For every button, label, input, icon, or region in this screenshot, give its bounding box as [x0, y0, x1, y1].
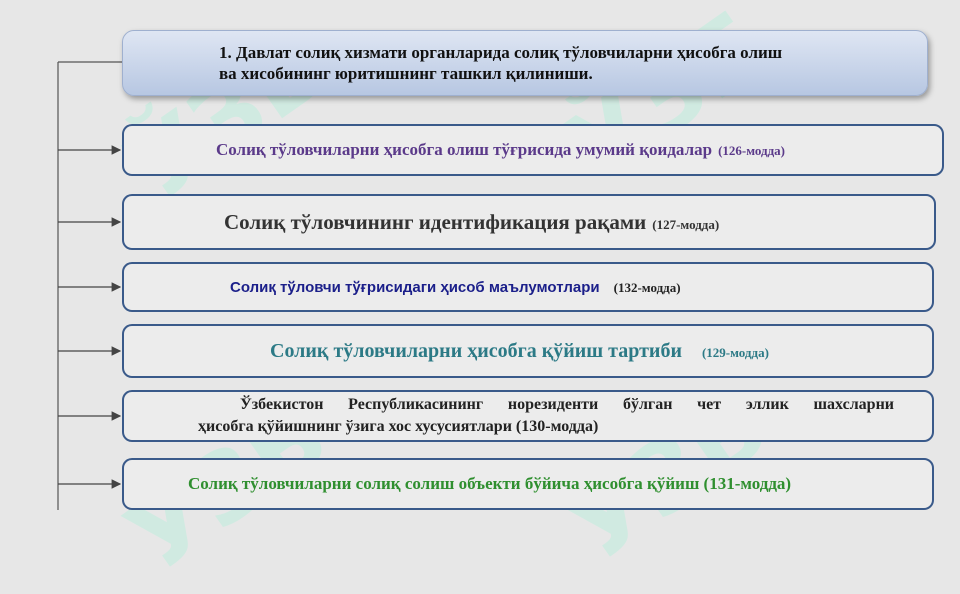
item-ref-3: (132-модда): [613, 279, 681, 295]
item-label-6: Солиқ тўловчиларни солиқ солиш объекти б…: [188, 474, 792, 493]
item-text-3: Солиқ тўловчи тўғрисидаги ҳисоб маълумот…: [230, 278, 600, 296]
title-box: 1. Давлат солиқ хизмати органларида соли…: [122, 30, 928, 96]
item-label-2: Солиқ тўловчининг идентификация рақами (1…: [224, 210, 719, 235]
item-text-5-line-1: Ўзбекистон Республикасининг норезиденти …: [240, 396, 894, 413]
item-text-5-line-2: ҳисобга қўйишнинг ўзига хос хусусиятлари…: [198, 418, 599, 435]
item-ref-4: (129-модда): [701, 344, 769, 360]
item-label-4: Солиқ тўловчиларни ҳисобга қўйиш тартиби…: [270, 340, 769, 363]
title-line-2: ва хисобининг юритишнинг ташкил қилиниши…: [219, 64, 593, 83]
item-ref-2: (127-модда): [652, 216, 720, 232]
connector-lines: [57, 61, 122, 510]
item-box-6: Солиқ тўловчиларни солиқ солиш объекти б…: [122, 458, 934, 510]
item-text-2: Солиқ тўловчининг идентификация рақами: [224, 209, 647, 234]
item-text-4: Солиқ тўловчиларни ҳисобга қўйиш тартиби: [270, 339, 682, 362]
item-text-1: Солиқ тўловчиларни ҳисобга олиш тўғрисид…: [216, 140, 713, 159]
title-line-1: 1. Давлат солиқ хизмати органларида соли…: [219, 42, 783, 62]
title-text: 1. Давлат солиқ хизмати органларида соли…: [219, 42, 782, 85]
item-ref-1: (126-модда): [718, 143, 786, 158]
item-box-2: Солиқ тўловчининг идентификация рақами (1…: [122, 194, 936, 250]
item-label-3: Солиқ тўловчи тўғрисидаги ҳисоб маълумот…: [230, 279, 681, 296]
item-box-4: Солиқ тўловчиларни ҳисобга қўйиш тартиби…: [122, 324, 934, 378]
item-box-1: Солиқ тўловчиларни ҳисобга олиш тўғрисид…: [122, 124, 944, 176]
item-label-5: Ўзбекистон Республикасининг норезиденти …: [198, 396, 894, 436]
item-box-5: Ўзбекистон Республикасининг норезиденти …: [122, 390, 934, 442]
item-box-3: Солиқ тўловчи тўғрисидаги ҳисоб маълумот…: [122, 262, 934, 312]
item-label-1: Солиқ тўловчиларни ҳисобга олиш тўғрисид…: [216, 140, 785, 160]
